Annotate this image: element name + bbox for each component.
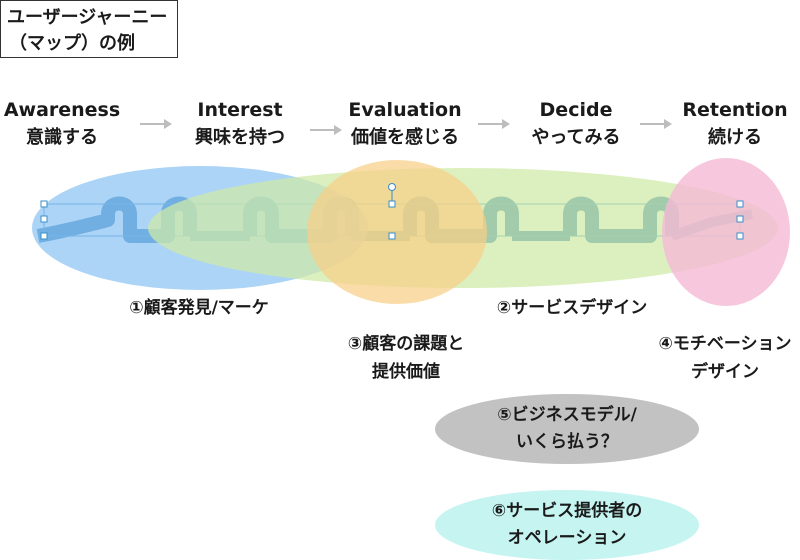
handle[interactable] [40, 232, 48, 240]
handle[interactable] [736, 232, 744, 240]
diagram-title: ユーザージャーニー （マップ）の例 [0, 0, 178, 58]
handle[interactable] [40, 215, 48, 223]
stage-decide: Decide やってみる [516, 96, 636, 152]
stage-ja: 意識する [26, 127, 98, 148]
label-line2: オペレーション [507, 528, 627, 548]
service-operation-pill [435, 490, 699, 560]
stage-en: Retention [682, 99, 788, 121]
handle[interactable] [736, 200, 744, 208]
stage-en: Evaluation [348, 99, 462, 121]
label-line2: デザイン [691, 362, 759, 382]
stage-en: Decide [539, 99, 613, 121]
title-line2: （マップ）の例 [9, 33, 135, 54]
stage-ja: 興味を持つ [195, 127, 285, 148]
motivation-design-area [662, 158, 790, 306]
arrow-1-head [164, 119, 172, 129]
selection-handles[interactable] [40, 183, 744, 240]
label-line1: ⑥サービス提供者の [491, 501, 643, 521]
label-line2: いくら払う？ [516, 432, 618, 452]
business-model-pill [435, 394, 699, 464]
business-model-label: ⑤ビジネスモデル/ いくら払う？ [470, 402, 664, 456]
label-line1: ⑤ビジネスモデル/ [497, 405, 637, 425]
stage-en: Awareness [3, 99, 121, 121]
label-line2: 提供価値 [372, 362, 440, 382]
stage-ja: やってみる [531, 127, 621, 148]
stage-awareness: Awareness 意識する [0, 96, 124, 152]
stage-retention: Retention 続ける [676, 96, 794, 152]
label-line1: ④モチベーション [658, 334, 792, 354]
customer-discovery-label: ①顧客発見/マーケ [129, 298, 269, 318]
arrow-3-head [502, 119, 510, 129]
customer-problem-area [307, 160, 487, 304]
customer-problem-label: ③顧客の課題と 提供価値 [336, 330, 476, 386]
stage-interest: Interest 興味を持つ [178, 96, 302, 152]
motivation-design-label: ④モチベーション デザイン [650, 330, 800, 386]
label-line1: ③顧客の課題と [347, 334, 465, 354]
handle[interactable] [388, 200, 396, 208]
service-operation-label: ⑥サービス提供者の オペレーション [470, 498, 664, 552]
stage-ja: 続ける [708, 127, 762, 148]
title-line1: ユーザージャーニー [7, 7, 168, 28]
arrow-4-head [664, 119, 672, 129]
service-design-label: ②サービスデザイン [496, 298, 648, 318]
stage-ja: 価値を感じる [351, 127, 459, 148]
stage-evaluation: Evaluation 価値を感じる [340, 96, 470, 152]
stage-en: Interest [197, 99, 283, 121]
handle[interactable] [736, 215, 744, 223]
arrow-2-head [334, 125, 342, 135]
stage-arrows [140, 119, 672, 135]
rotate-handle[interactable] [388, 183, 396, 191]
handle[interactable] [40, 200, 48, 208]
handle[interactable] [388, 232, 396, 240]
